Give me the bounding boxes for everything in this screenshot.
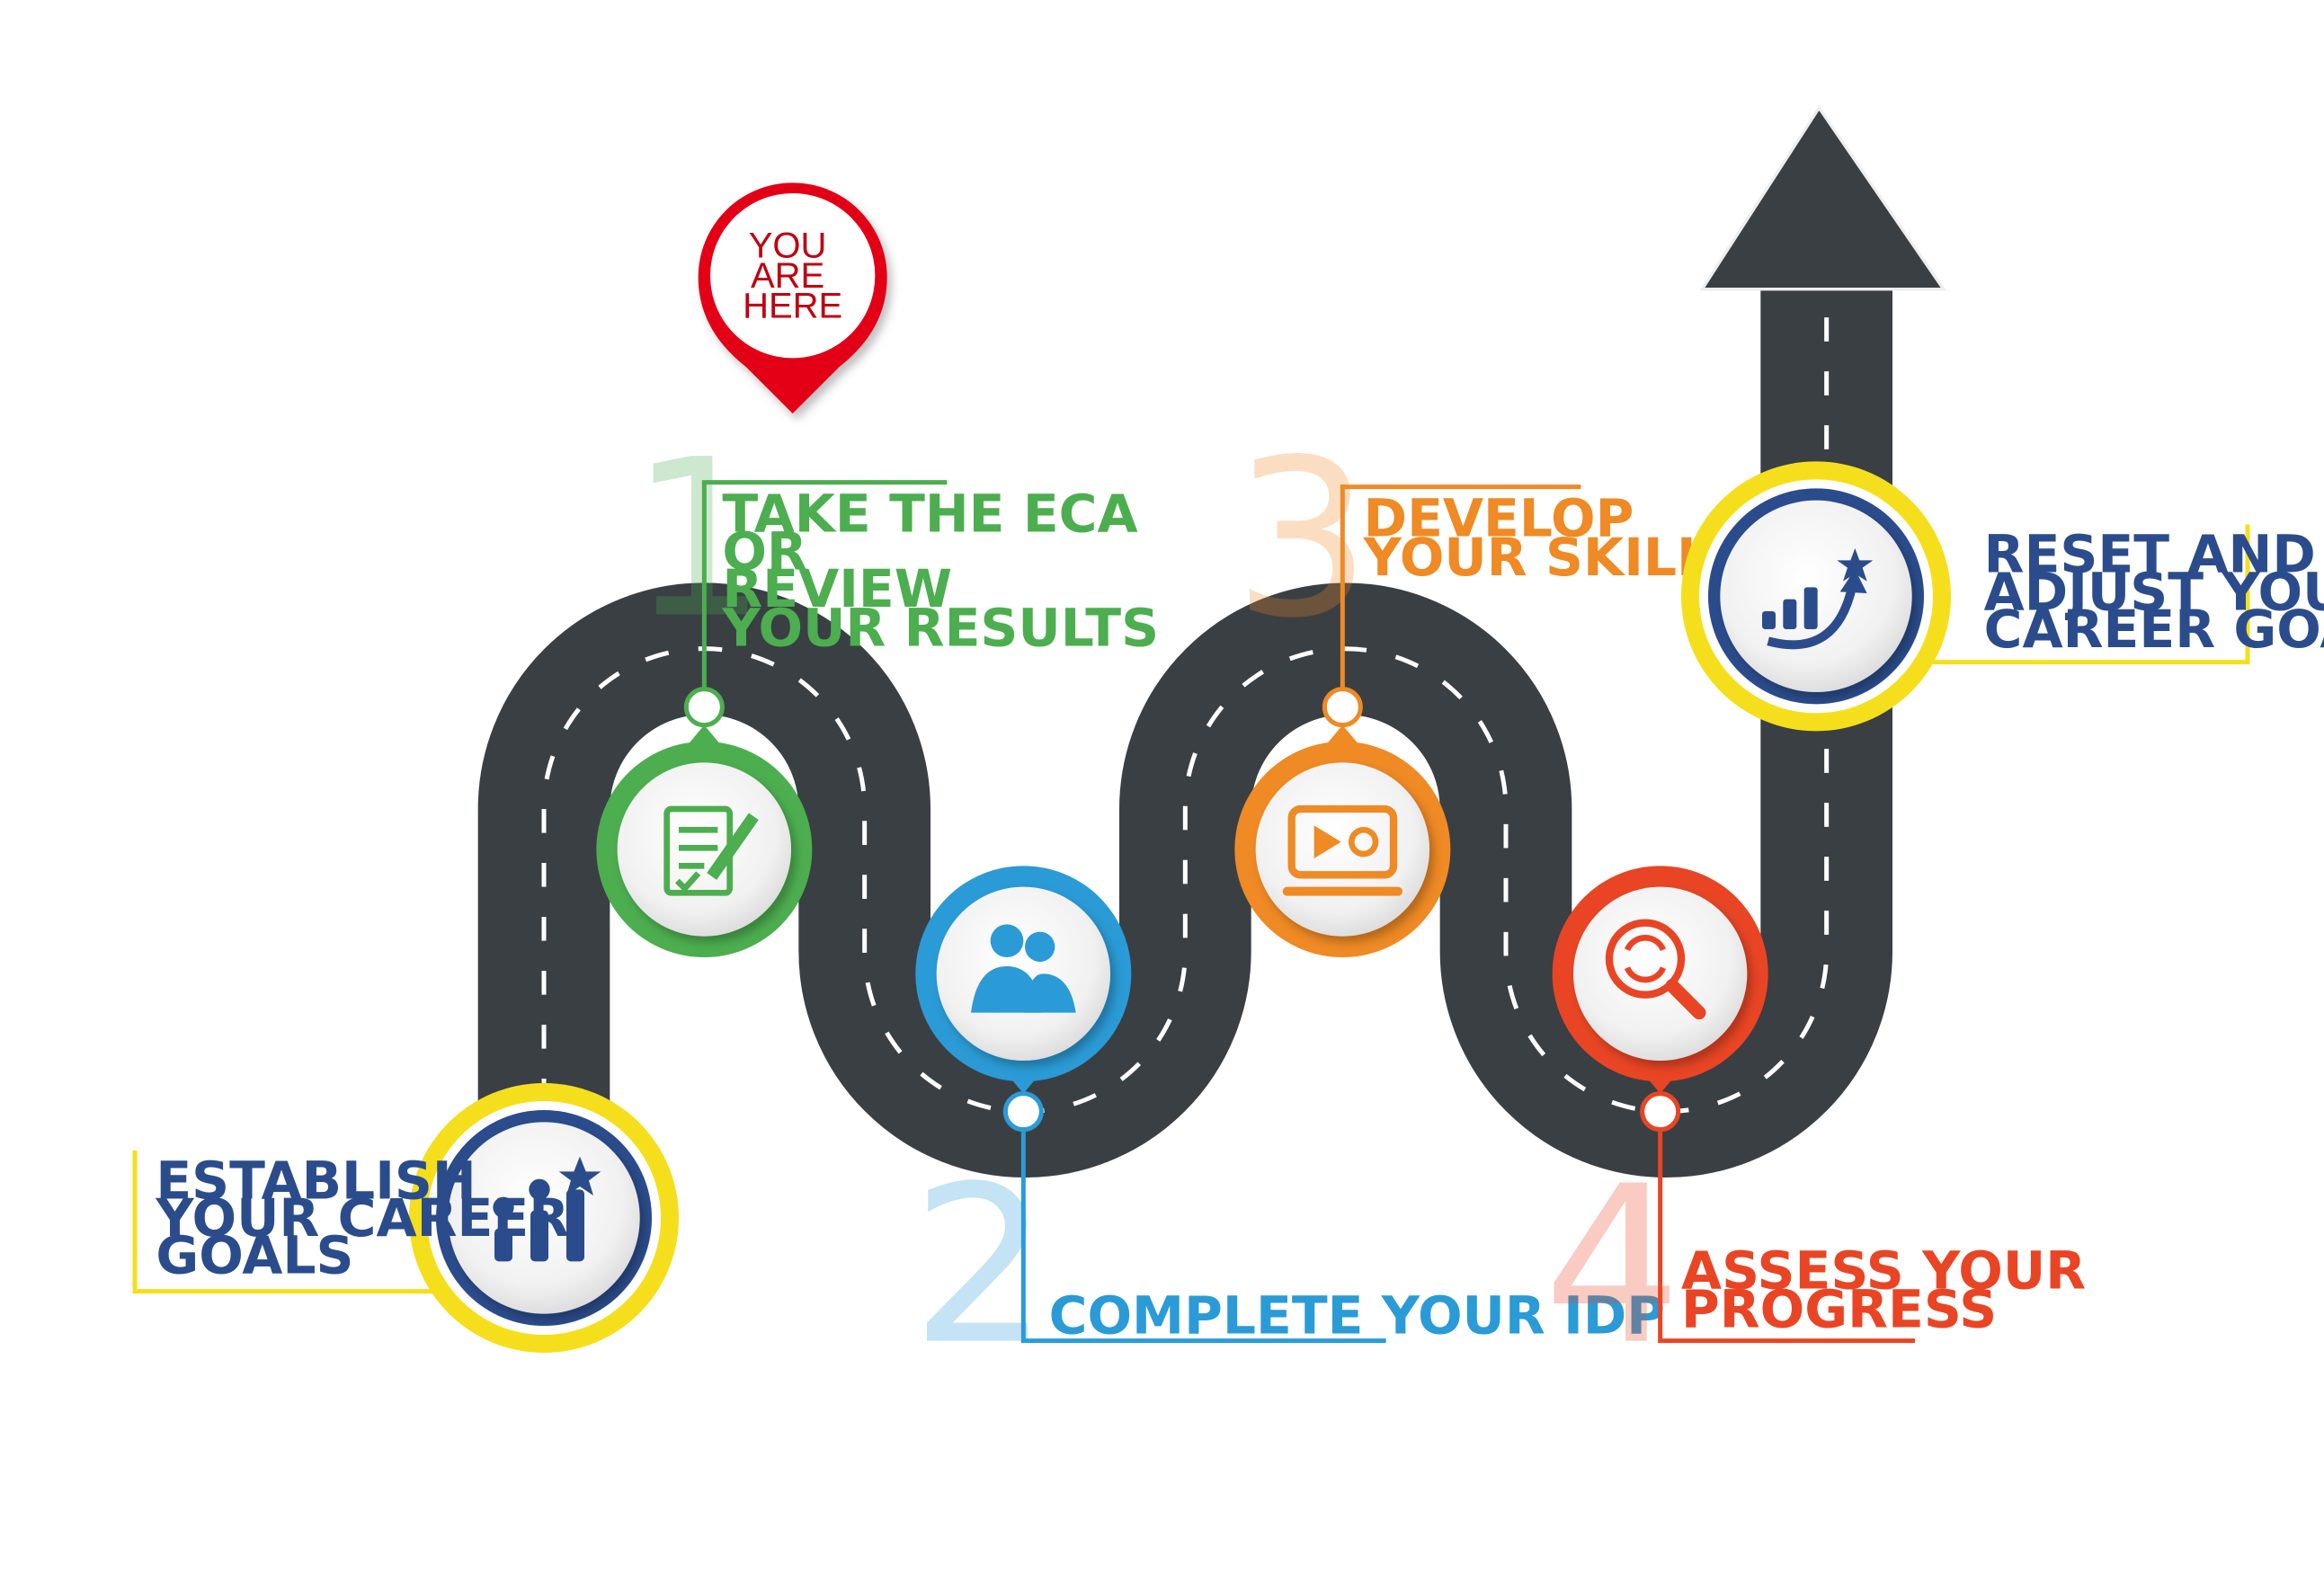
start-line-2: YOUR CAREER xyxy=(155,1187,569,1249)
step-1-line-4: YOUR RESULTS xyxy=(721,597,1159,658)
you-are-here-marker: YOU ARE HERE xyxy=(698,182,887,414)
growth-arrow-star-icon xyxy=(1762,548,1874,650)
step-2: 2 COMPLETE YOUR IDP xyxy=(911,866,1665,1392)
magnifier-refresh-icon xyxy=(1605,919,1706,1020)
svg-text:RESET AND ADJUST YOUR: RESET AND ADJUST YOUR CAREER GOALS xyxy=(1984,524,2324,660)
step-2-number: 2 xyxy=(911,1140,1049,1392)
bar-chart-star-icon xyxy=(493,1156,601,1262)
start-line-1: ESTABLISH xyxy=(156,1150,476,1211)
video-screen-icon xyxy=(1282,804,1402,896)
marker-line-3: HERE xyxy=(743,286,842,325)
marker-line-1: YOU xyxy=(749,227,827,266)
step-1-line-3: REVIEW xyxy=(722,558,952,619)
marker-line-2: ARE xyxy=(751,256,824,296)
finish-line-1: RESET AND xyxy=(1984,524,2316,585)
svg-text:ASSESS YOUR PROGRESS: ASSESS YOUR PROGRESS xyxy=(1681,1240,2104,1339)
step-4-line-1: ASSESS YOUR xyxy=(1681,1240,2086,1301)
people-icon xyxy=(971,924,1076,1013)
step-2-line-1: COMPLETE YOUR IDP xyxy=(1049,1284,1665,1346)
step-3-number: 3 xyxy=(1233,413,1372,665)
finish-line-3: CAREER GOALS xyxy=(1984,599,2324,660)
step-4: 4 ASSESS YOUR PROGRESS xyxy=(1544,866,2104,1392)
step-1-line-1: TAKE THE ECA xyxy=(722,484,1137,545)
svg-text:ESTABLISH YOUR CAREER: ESTABLISH YOUR CAREER GOALS xyxy=(155,1150,587,1285)
start-line-3: GOALS xyxy=(156,1225,353,1286)
step-4-line-2: PROGRESS xyxy=(1681,1279,1997,1340)
finish-node: RESET AND ADJUST YOUR CAREER GOALS xyxy=(1681,461,2324,732)
checklist-pencil-icon xyxy=(663,805,759,896)
svg-text:COMPLETE YOUR IDP: COMPLETE YOUR IDP xyxy=(1049,1284,1665,1346)
arrow-head-icon xyxy=(1699,104,1946,291)
step-1-number: 1 xyxy=(629,413,768,665)
step-1: 1 TAKE THE ECA OR REVIEW YOUR RESULTS xyxy=(596,413,1159,957)
svg-text:TAKE THE ECA OR RE: TAKE THE ECA OR REVIEW YOUR RESULTS xyxy=(721,484,1159,659)
step-1-line-2: OR xyxy=(722,520,807,582)
start-node: ESTABLISH YOUR CAREER GOALS xyxy=(132,1083,679,1353)
step-3-line-1: DEVELOP xyxy=(1364,488,1634,549)
svg-text:YOU ARE HERE: YOU ARE HERE xyxy=(743,227,842,326)
road xyxy=(477,104,1946,1319)
finish-line-2: ADJUST YOUR xyxy=(1984,561,2324,622)
